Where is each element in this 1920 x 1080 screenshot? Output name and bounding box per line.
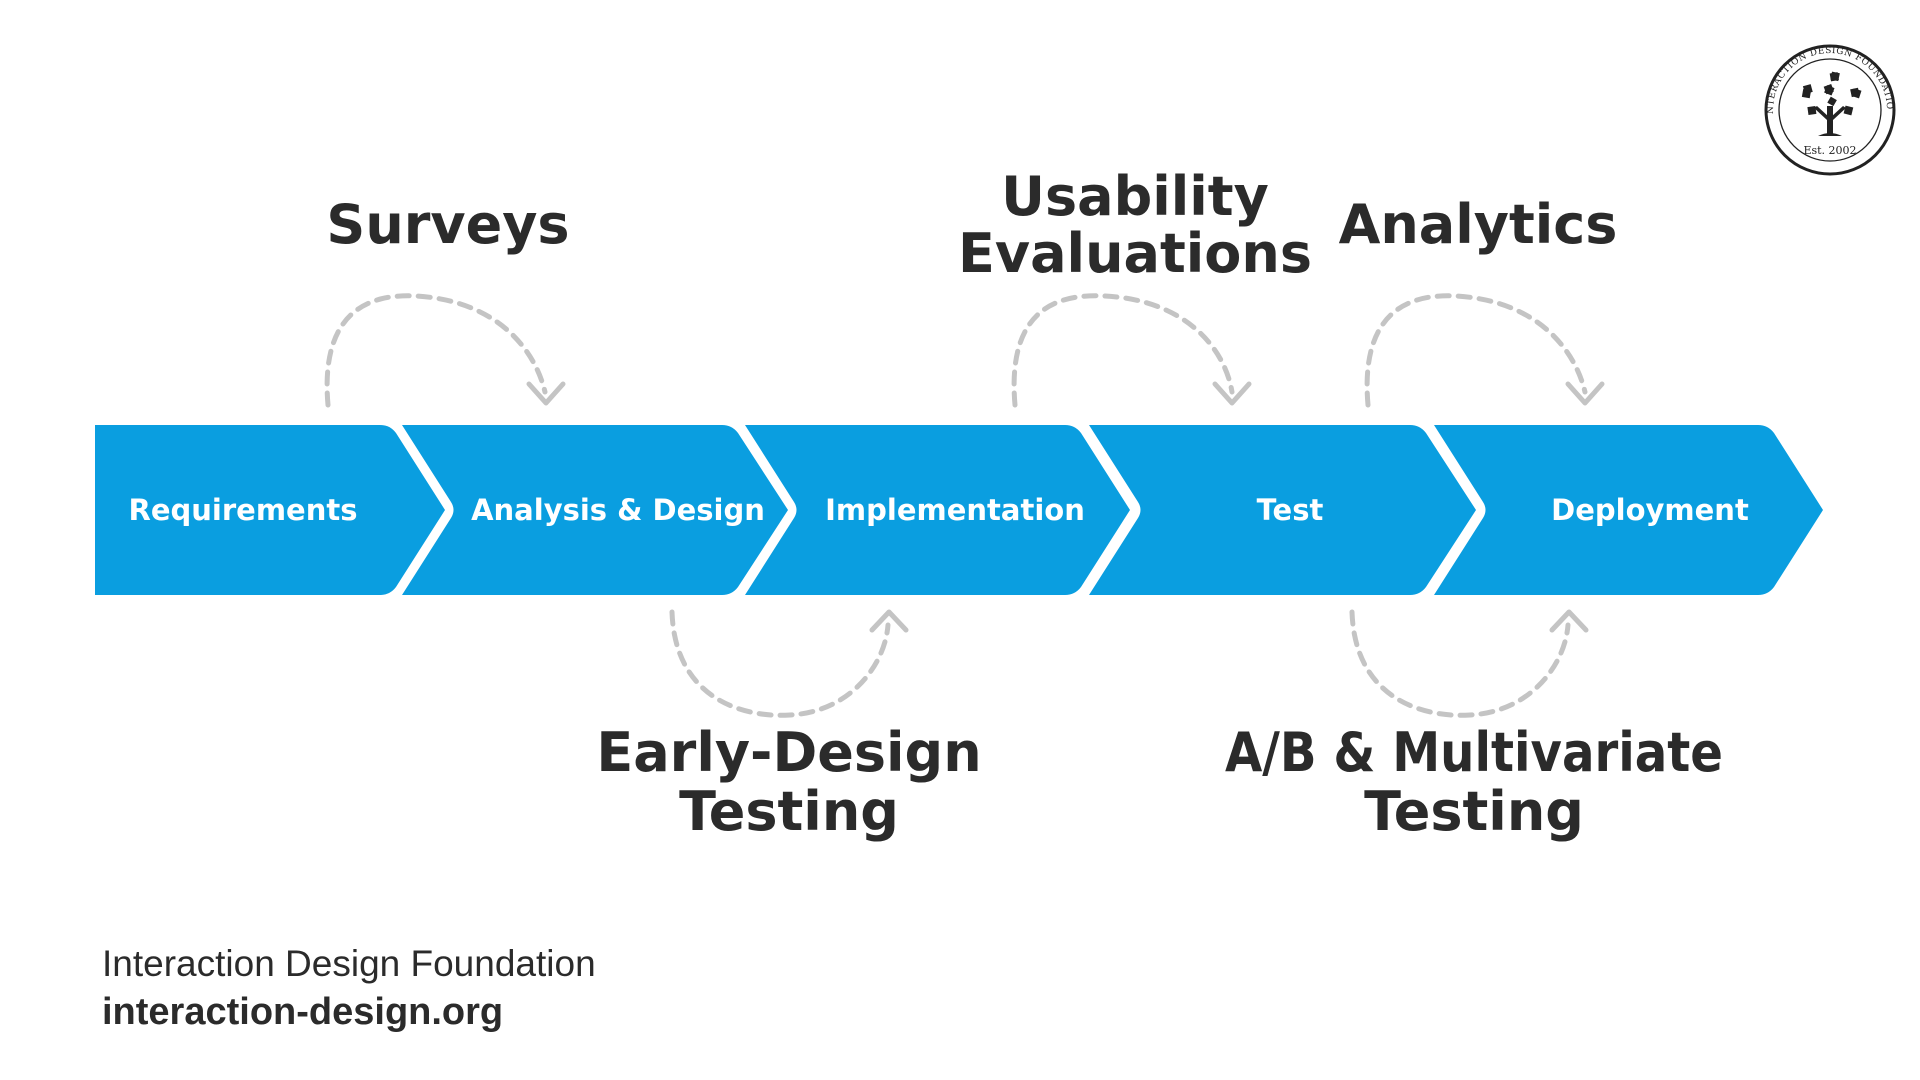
loop-arrow-surveys — [324, 293, 548, 408]
footer-url[interactable]: interaction-design.org — [102, 991, 503, 1033]
method-label-usability-line1: Usability — [1001, 165, 1269, 228]
stage-chevron-deployment — [1434, 425, 1823, 595]
footer-organization: Interaction Design Foundation — [102, 943, 596, 984]
stage-label-deployment: Deployment — [1551, 493, 1749, 527]
method-label-ab-testing-line2: Testing — [1364, 780, 1584, 843]
method-label-usability-line2: Evaluations — [958, 222, 1312, 285]
loop-arrow-early-design — [669, 609, 891, 718]
loop-arrowheads — [526, 381, 1605, 633]
arrowhead-surveys — [526, 381, 566, 406]
loop-arrow-ab-testing — [1349, 609, 1571, 718]
stage-label-analysis-design: Analysis & Design — [471, 493, 765, 527]
arrowhead-analytics — [1565, 381, 1605, 406]
stage-label-requirements: Requirements — [129, 493, 358, 527]
logo-established: Est. 2002 — [1803, 144, 1856, 157]
stage-chevrons — [95, 425, 1823, 595]
stage-label-implementation: Implementation — [825, 493, 1085, 527]
method-label-ab-testing-line1: A/B & Multivariate — [1225, 721, 1723, 784]
method-label-analytics: Analytics — [1339, 193, 1618, 256]
tree-icon — [1801, 71, 1862, 136]
stage-chevron-test — [1089, 425, 1476, 595]
method-labels: Surveys Usability Evaluations Analytics … — [326, 165, 1723, 843]
method-label-early-design-line1: Early-Design — [596, 721, 981, 784]
stage-chevron-implementation — [745, 425, 1130, 595]
stage-chevron-analysis-design — [402, 425, 788, 595]
idf-logo: INTERACTION DESIGN FOUNDATION Est. 2002 — [1764, 44, 1896, 176]
stage-label-test: Test — [1257, 493, 1324, 527]
loop-arrow-usability — [1011, 293, 1235, 408]
arrowhead-early-design — [869, 609, 909, 633]
stage-labels: Requirements Analysis & Design Implement… — [129, 493, 1749, 527]
arrowhead-usability — [1212, 381, 1252, 406]
footer: Interaction Design Foundation interactio… — [102, 943, 596, 1033]
stage-chevron-requirements — [95, 425, 445, 595]
loop-arrow-analytics — [1364, 293, 1588, 408]
loop-arrows — [324, 293, 1588, 718]
method-label-surveys: Surveys — [326, 193, 569, 256]
method-label-early-design-line2: Testing — [679, 780, 899, 843]
arrowhead-ab-testing — [1549, 609, 1589, 633]
